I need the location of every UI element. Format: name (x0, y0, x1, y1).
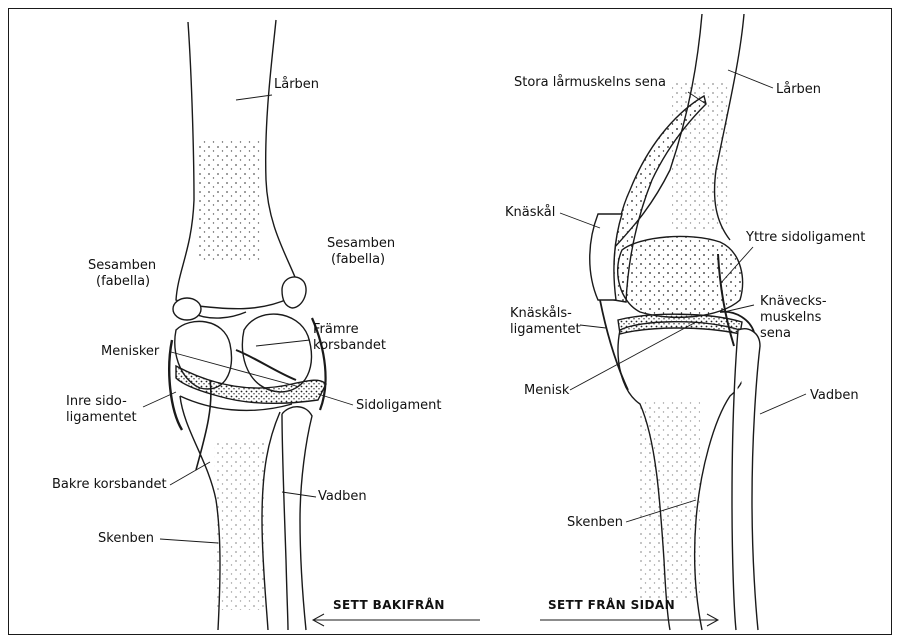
back-lateral-condyle (242, 314, 311, 392)
label-side-popliteus-line1: Knävecks- (760, 294, 827, 310)
label-back-fibula: Vadben (318, 489, 367, 505)
label-back-mcl-line1: Inre sido- (66, 394, 127, 410)
label-back-fabella-right-line2: (fabella) (331, 252, 385, 268)
label-side-patellar-ligament-line2: ligamentet (510, 322, 581, 338)
label-side-fibula: Vadben (810, 388, 859, 404)
label-side-lcl: Yttre sidoligament (746, 230, 865, 246)
label-back-pcl: Bakre korsbandet (52, 477, 167, 493)
side-fibula-bone (732, 329, 760, 630)
label-back-mcl-line2: ligamentet (66, 410, 137, 426)
label-back-femur: Lårben (274, 77, 319, 93)
caption-side-view: SETT FRÅN SIDAN (548, 598, 675, 612)
back-view-knee (169, 20, 326, 630)
caption-back-view: SETT BAKIFRÅN (333, 598, 445, 612)
back-fabella-left (173, 298, 201, 320)
label-back-lcl: Sidoligament (356, 398, 442, 414)
label-side-femur: Lårben (776, 82, 821, 98)
label-side-popliteus-line2: muskelns (760, 310, 821, 326)
label-back-tibia: Skenben (98, 531, 154, 547)
label-side-quad-tendon: Stora lårmuskelns sena (514, 75, 666, 91)
label-back-fabella-left-line1: Sesamben (88, 258, 156, 274)
label-side-patellar-ligament-line1: Knäskåls- (510, 306, 572, 322)
label-back-acl-line1: Främre (313, 322, 359, 338)
label-back-fabella-left-line2: (fabella) (96, 274, 150, 290)
side-patellar-ligament (600, 300, 628, 390)
label-back-menisci: Menisker (101, 344, 159, 360)
label-side-meniscus: Menisk (524, 383, 569, 399)
label-back-fabella-right-line1: Sesamben (327, 236, 395, 252)
label-side-patella: Knäskål (505, 205, 555, 221)
back-fabella-right (282, 277, 306, 308)
label-side-tibia: Skenben (567, 515, 623, 531)
label-back-acl-line2: korsbandet (313, 338, 386, 354)
label-side-popliteus-line3: sena (760, 326, 791, 342)
side-view-knee (590, 14, 760, 630)
caption-arrows (313, 614, 718, 626)
back-fibula-bone (282, 407, 312, 630)
